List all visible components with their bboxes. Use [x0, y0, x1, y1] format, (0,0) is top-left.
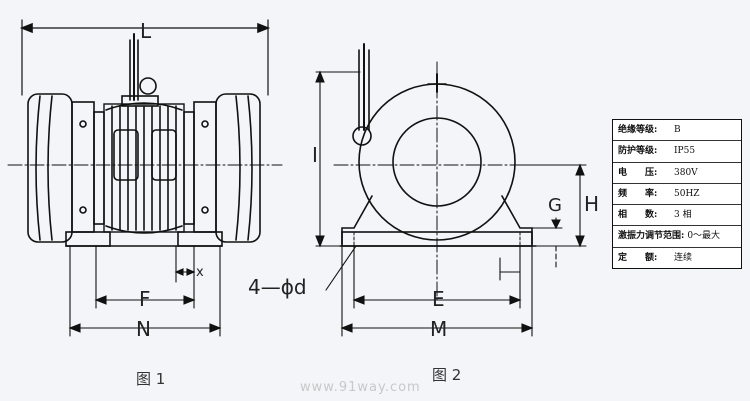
dim-label-E: E [432, 287, 445, 311]
figure1-caption: 图 1 [136, 370, 166, 388]
figure1-dimension-lines [68, 245, 222, 337]
spec-value: 0～最大 [687, 231, 721, 242]
spec-value: 50HZ [674, 188, 700, 199]
figure2-motor-body [333, 43, 549, 301]
watermark: www.91way.com [300, 380, 421, 395]
dim-label-I: I [312, 143, 318, 167]
spec-value: 380V [674, 167, 698, 178]
figure1-motor-body [7, 19, 283, 247]
spec-value: 连续 [674, 252, 693, 263]
figure1-labels: L F N x [136, 19, 204, 341]
spec-label: 绝缘等级: [618, 125, 658, 135]
spec-label: 频 率: [618, 188, 658, 199]
spec-row-protection: 防护等级: IP55 [613, 141, 741, 163]
spec-row-force-range: 激振力调节范围:0～最大 [613, 226, 741, 248]
figure2-labels: I G H E M 4—ϕd [248, 143, 599, 341]
spec-row-insulation: 绝缘等级: B [613, 120, 741, 142]
spec-row-rating: 定 额: 连续 [613, 248, 741, 268]
dim-label-M: M [430, 317, 447, 341]
dim-label-N: N [136, 317, 151, 341]
dim-label-x: x [196, 265, 204, 280]
dim-label-L: L [140, 19, 152, 43]
spec-label: 电 压: [618, 167, 658, 178]
spec-label: 定 额: [618, 252, 658, 263]
dim-label-H: H [584, 192, 599, 216]
dim-label-F: F [139, 287, 151, 311]
spec-value: IP55 [674, 146, 696, 157]
spec-value: 3 相 [674, 210, 692, 221]
dim-label-G: G [548, 195, 562, 216]
dim-label-holes: 4—ϕd [248, 275, 307, 299]
figure2-caption: 图 2 [432, 366, 462, 384]
spec-table: 绝缘等级: B 防护等级: IP55 电 压: 380V 频 率: 50HZ 相 数: 3… [612, 119, 742, 270]
figure2-dimension-lines [315, 70, 587, 337]
spec-label: 防护等级: [618, 146, 658, 157]
spec-value: B [674, 125, 681, 135]
spec-row-voltage: 电 压: 380V [613, 163, 741, 184]
spec-label: 激振力调节范围: [618, 231, 685, 242]
spec-row-phases: 相 数: 3 相 [613, 205, 741, 227]
spec-label: 相 数: [618, 210, 658, 221]
spec-row-frequency: 频 率: 50HZ [613, 184, 741, 206]
